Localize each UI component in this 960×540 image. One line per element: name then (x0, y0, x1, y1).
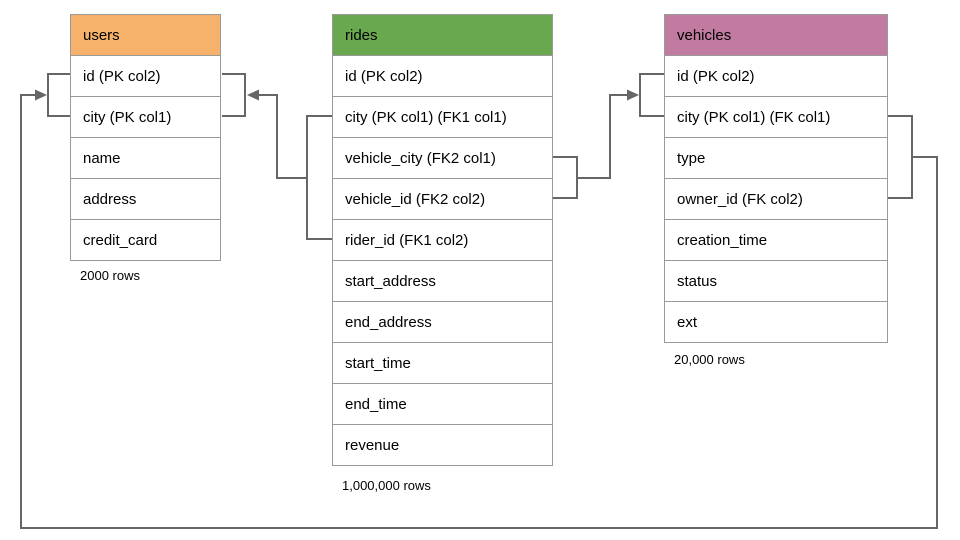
table-row: address (71, 178, 220, 219)
rides-row-count: 1,000,000 rows (342, 478, 431, 493)
table-row: id (PK col2) (71, 55, 220, 96)
table-users: users id (PK col2) city (PK col1) name a… (70, 14, 221, 261)
table-row: owner_id (FK col2) (665, 178, 887, 219)
table-row: start_address (333, 260, 552, 301)
fk1-arrowhead (247, 89, 259, 101)
table-row: rider_id (FK1 col2) (333, 219, 552, 260)
table-header-vehicles: vehicles (665, 15, 887, 55)
table-header-users: users (71, 15, 220, 55)
table-row: id (PK col2) (665, 55, 887, 96)
table-row: city (PK col1) (71, 96, 220, 137)
fk1-connector-rides-to-users (222, 73, 334, 240)
table-vehicles: vehicles id (PK col2) city (PK col1) (FK… (664, 14, 888, 343)
table-row: vehicle_city (FK2 col1) (333, 137, 552, 178)
fk2-connector-rides-to-vehicles (551, 73, 666, 199)
table-row: city (PK col1) (FK1 col1) (333, 96, 552, 137)
rides-right-bracket (551, 156, 578, 199)
table-row: revenue (333, 424, 552, 465)
vehicles-left-bracket (639, 73, 666, 117)
fk-arrowhead (35, 89, 47, 101)
fk1-link-line (258, 94, 307, 179)
users-row-count: 2000 rows (80, 268, 140, 283)
table-row: id (PK col2) (333, 55, 552, 96)
table-row: status (665, 260, 887, 301)
table-row: end_address (333, 301, 552, 342)
users-left-bracket (47, 73, 72, 117)
table-row: type (665, 137, 887, 178)
fk2-link-line (577, 94, 628, 179)
table-row: name (71, 137, 220, 178)
table-header-rides: rides (333, 15, 552, 55)
users-right-bracket (222, 73, 246, 117)
table-row: vehicle_id (FK2 col2) (333, 178, 552, 219)
table-rides: rides id (PK col2) city (PK col1) (FK1 c… (332, 14, 553, 466)
vehicles-right-bracket (886, 115, 913, 199)
table-row: credit_card (71, 219, 220, 260)
fk2-arrowhead (627, 89, 639, 101)
table-row: start_time (333, 342, 552, 383)
table-row: city (PK col1) (FK col1) (665, 96, 887, 137)
table-row: creation_time (665, 219, 887, 260)
table-row: end_time (333, 383, 552, 424)
table-row: ext (665, 301, 887, 342)
rides-left-bracket (306, 115, 334, 240)
vehicles-row-count: 20,000 rows (674, 352, 745, 367)
